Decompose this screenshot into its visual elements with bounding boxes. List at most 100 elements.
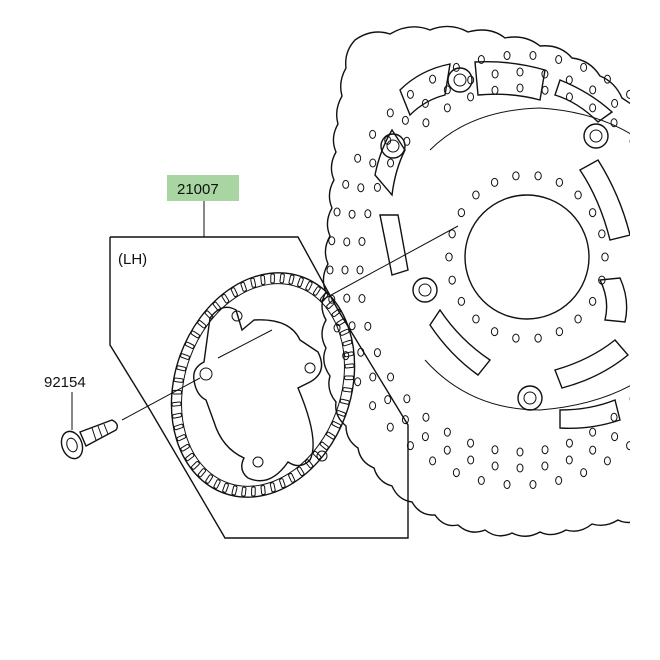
disc-perforation bbox=[603, 74, 611, 84]
brake-disc bbox=[321, 25, 638, 537]
abs-rotor-teeth bbox=[171, 273, 355, 497]
disc-perforation bbox=[356, 265, 364, 275]
abs-tooth bbox=[204, 310, 214, 320]
abs-tooth bbox=[269, 482, 276, 493]
disc-inner-hole bbox=[588, 296, 597, 306]
disc-perforation bbox=[403, 394, 411, 404]
disc-perforation bbox=[443, 427, 451, 437]
disc-perforation bbox=[326, 265, 334, 275]
disc-perforation bbox=[358, 293, 366, 303]
disc-inner-hole bbox=[457, 208, 466, 218]
abs-tooth bbox=[339, 398, 350, 405]
disc-perforation bbox=[341, 265, 349, 275]
disc-perforation bbox=[343, 293, 351, 303]
disc-perforation bbox=[491, 445, 499, 455]
disc-slots bbox=[374, 61, 630, 430]
abs-tooth bbox=[336, 410, 346, 417]
part-number-main[interactable]: 21007 bbox=[177, 181, 219, 198]
abs-tooth bbox=[184, 341, 195, 349]
disc-inner-hole bbox=[598, 275, 606, 285]
disc-perforation bbox=[516, 67, 524, 77]
abs-tooth bbox=[279, 273, 285, 284]
abs-tooth bbox=[342, 387, 353, 393]
disc-bolt-bosses bbox=[380, 67, 609, 411]
disc-perforation bbox=[386, 108, 394, 118]
disc-perforation bbox=[429, 74, 437, 84]
abs-rotor-cutout bbox=[193, 306, 323, 482]
abs-tooth bbox=[339, 328, 350, 336]
abs-tooth bbox=[197, 468, 207, 478]
disc-inner-hole bbox=[448, 229, 456, 239]
disc-inner-hole bbox=[512, 333, 520, 343]
disc-perforation bbox=[541, 85, 549, 95]
disc-perforation bbox=[333, 207, 341, 217]
disc-perforation bbox=[401, 115, 409, 125]
disc-inner-hole bbox=[490, 177, 499, 187]
disc-perforation bbox=[529, 479, 537, 489]
abs-tooth bbox=[343, 375, 354, 381]
disc-perforation bbox=[343, 237, 351, 247]
disc-perforations bbox=[326, 51, 638, 489]
disc-perforation bbox=[491, 69, 499, 79]
disc-perforation bbox=[406, 89, 414, 99]
disc-perforation bbox=[555, 476, 563, 486]
disc-perforation bbox=[384, 135, 392, 145]
abs-tooth bbox=[222, 482, 229, 493]
abs-tooth bbox=[296, 466, 305, 477]
abs-tooth bbox=[305, 281, 313, 291]
disc-perforation bbox=[422, 118, 430, 128]
abs-tooth bbox=[180, 353, 190, 360]
disc-perforation bbox=[589, 103, 597, 113]
disc-inner-hole bbox=[574, 314, 582, 324]
disc-perforation bbox=[373, 348, 381, 358]
disc-perforation bbox=[358, 237, 366, 247]
disc-perforation bbox=[565, 455, 573, 465]
disc-perforation bbox=[541, 445, 549, 455]
disc-perforation bbox=[516, 83, 524, 93]
disc-inner-hole bbox=[555, 177, 564, 187]
disc-perforation bbox=[555, 54, 563, 64]
leader-axis-upper bbox=[321, 225, 459, 301]
abs-rotor bbox=[170, 272, 356, 498]
brake-disc-outer-rim bbox=[321, 25, 630, 537]
disc-perforation bbox=[467, 438, 475, 448]
abs-tooth bbox=[260, 274, 266, 285]
disc-perforation bbox=[384, 395, 392, 405]
abs-tooth bbox=[176, 365, 187, 372]
disc-perforation bbox=[529, 51, 537, 61]
disc-perforation bbox=[626, 441, 630, 451]
disc-inner-hole bbox=[598, 229, 606, 239]
disc-perforation bbox=[632, 416, 638, 424]
abs-tooth bbox=[173, 377, 184, 383]
disc-inner-hole bbox=[601, 252, 609, 262]
abs-tooth bbox=[288, 274, 295, 285]
disc-perforation bbox=[589, 85, 597, 95]
disc-inner-hole bbox=[472, 314, 480, 324]
disc-perforation bbox=[611, 98, 619, 108]
abs-tooth bbox=[342, 339, 353, 347]
leader-axis-lower bbox=[121, 377, 201, 421]
abs-tooth bbox=[191, 461, 200, 470]
abs-tooth bbox=[344, 363, 355, 369]
disc-inner-hole bbox=[512, 171, 520, 181]
part-number-bolt[interactable]: 92154 bbox=[44, 374, 86, 391]
disc-perforation bbox=[611, 432, 619, 442]
leader-axis-center bbox=[217, 329, 273, 359]
disc-perforation bbox=[328, 236, 336, 246]
abs-bolt-hole bbox=[231, 310, 243, 322]
abs-tooth bbox=[240, 281, 247, 292]
disc-perforation bbox=[541, 461, 549, 471]
disc-perforation bbox=[373, 182, 381, 192]
abs-tooth bbox=[331, 421, 342, 429]
disc-perforation bbox=[354, 153, 362, 163]
bolt-head bbox=[60, 430, 84, 460]
disc-perforation bbox=[443, 445, 451, 455]
abs-tooth bbox=[213, 479, 221, 489]
abs-tooth bbox=[176, 434, 187, 442]
disc-perforation bbox=[503, 479, 511, 489]
disc-perforation bbox=[626, 89, 630, 99]
bolt bbox=[60, 419, 119, 460]
abs-tooth bbox=[250, 277, 257, 288]
disc-inner-hole bbox=[457, 296, 466, 306]
group-outline bbox=[109, 236, 409, 539]
